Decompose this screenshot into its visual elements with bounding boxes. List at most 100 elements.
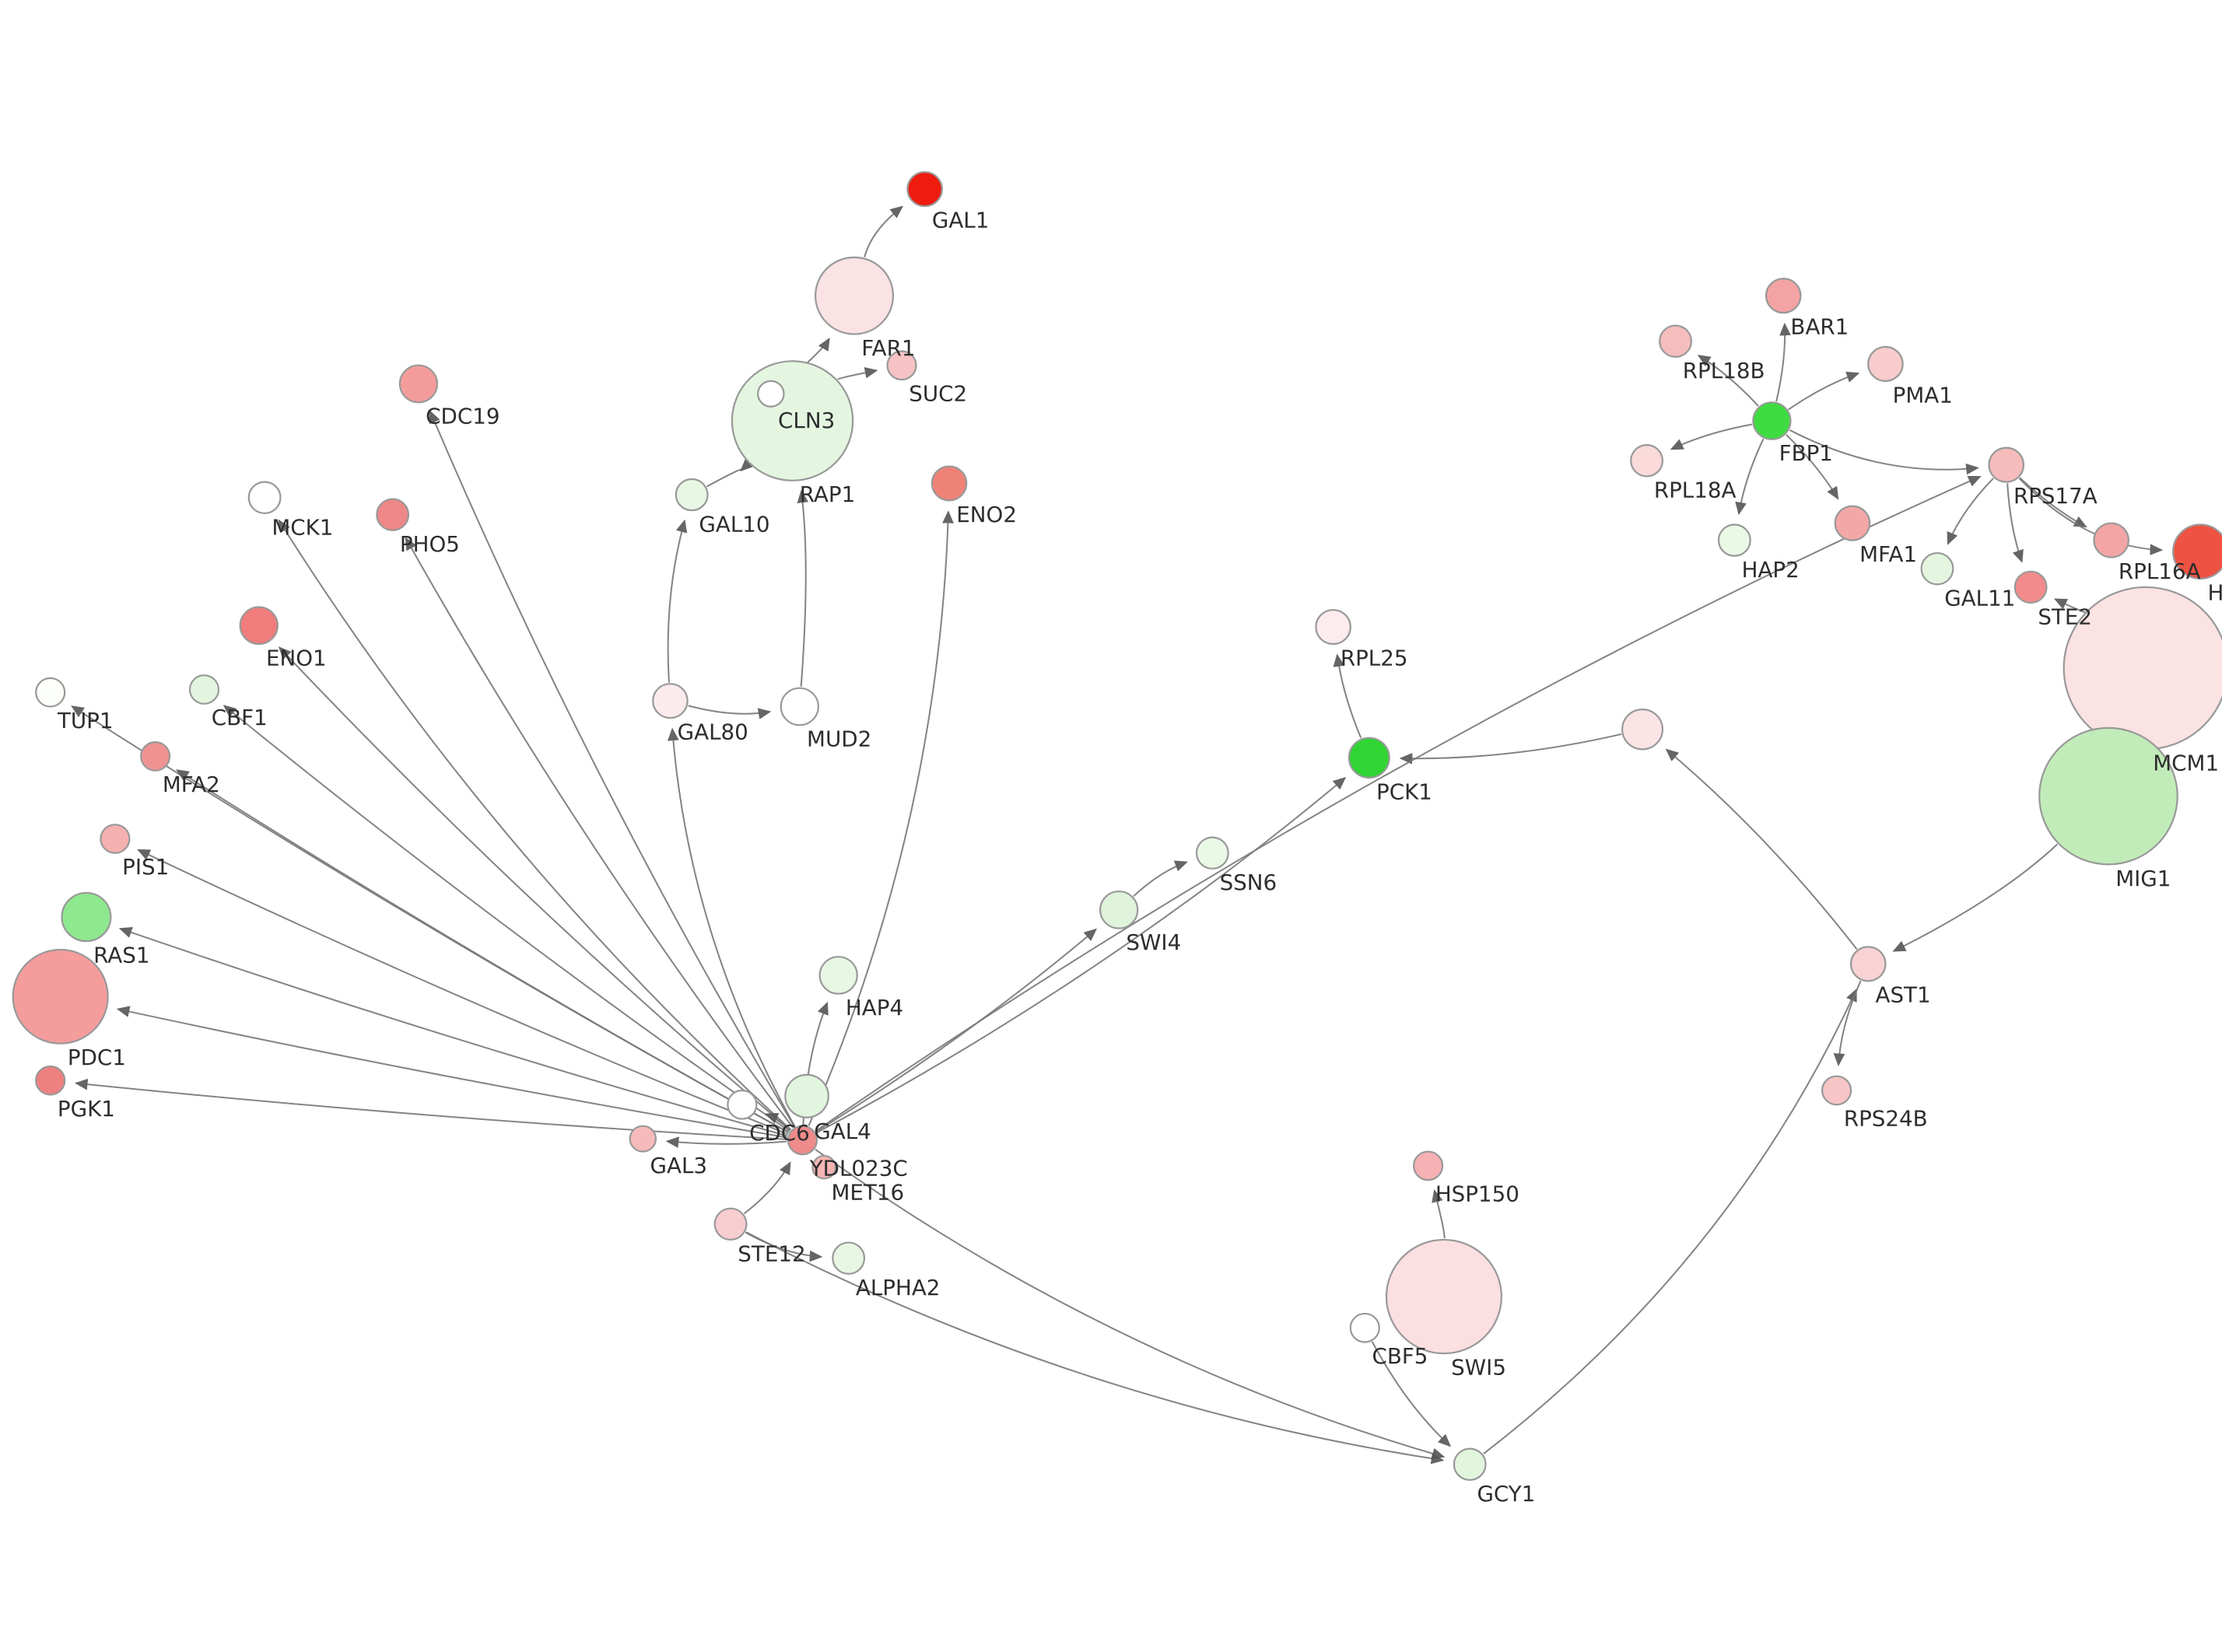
node-cdc6[interactable] (727, 1089, 758, 1120)
node-mck1[interactable] (247, 481, 282, 514)
node-hap2[interactable] (1717, 523, 1751, 557)
edge-ydl023c-mfa2[interactable] (176, 769, 790, 1133)
edge-cbf5-gcy1[interactable] (1371, 1341, 1452, 1447)
edge-ydl023c-eno1[interactable] (278, 646, 791, 1131)
edge-ydl023c-gcy1[interactable] (815, 1149, 1446, 1459)
edge-gcy1-ast1[interactable] (1483, 988, 1857, 1454)
edge-rps17a-ste2[interactable] (2006, 483, 2024, 563)
edge-ydl023c-gal3[interactable] (665, 1136, 787, 1148)
edge-gal80-gal10[interactable] (667, 519, 688, 683)
node-bar1[interactable] (1765, 278, 1802, 314)
node-pdc1[interactable] (12, 948, 109, 1045)
edge-ydl023c-rps17a[interactable] (815, 475, 1982, 1132)
edge-ydl023c-pck1[interactable] (815, 777, 1347, 1134)
node-alpha2[interactable] (832, 1241, 866, 1275)
edge-ydl023c-mck1[interactable] (278, 519, 792, 1131)
node-label-rpl18a: RPL18A (1654, 478, 1737, 503)
edge-ydl023c-cbf1[interactable] (223, 705, 790, 1132)
node-ste2[interactable] (2013, 570, 2048, 604)
edge-fbp1-bar1[interactable] (1775, 322, 1791, 402)
node-ssn6[interactable] (1195, 836, 1229, 870)
edge-ydl023c-pis1[interactable] (137, 849, 789, 1136)
node-met16[interactable] (811, 1154, 837, 1180)
node-suc2[interactable] (886, 350, 917, 381)
edge-ast1-rps24b[interactable] (1833, 980, 1862, 1066)
edge-fbp1-rps17a[interactable] (1789, 429, 1979, 475)
edge-mig1-ast1[interactable] (1892, 843, 2059, 952)
edge-unlabeled-pck1[interactable] (1399, 733, 1622, 765)
edge-gal10-rap1[interactable] (706, 458, 754, 488)
edge-rps17a-his4[interactable] (2018, 478, 2164, 555)
edge-mud2-rap1[interactable] (797, 489, 809, 687)
node-eno1[interactable] (239, 606, 279, 646)
edge-ast1-unlabeled[interactable] (1665, 748, 1858, 950)
edge-ydl023c-cdc6[interactable] (765, 1113, 791, 1131)
edge-ydl023c-eno2[interactable] (808, 510, 954, 1126)
node-his4[interactable] (2172, 523, 2222, 580)
node-gal80[interactable] (652, 683, 689, 719)
node-pgk1[interactable] (35, 1065, 66, 1096)
node-mfa2[interactable] (140, 741, 171, 772)
node-pho5[interactable] (376, 498, 410, 531)
node-gal3[interactable] (629, 1125, 657, 1153)
edge-fbp1-mfa1[interactable] (1786, 434, 1839, 500)
node-hsp150[interactable] (1413, 1150, 1444, 1181)
edge-rap1-suc2[interactable] (837, 367, 878, 380)
edge-swi5-hsp150[interactable] (1432, 1189, 1446, 1239)
node-gal1[interactable] (906, 171, 943, 208)
edge-fbp1-rpl18a[interactable] (1670, 423, 1753, 450)
edge-pck1-rpl25[interactable] (1333, 653, 1362, 739)
edge-ste12-gcy1[interactable] (745, 1231, 1445, 1465)
node-rpl18b[interactable] (1659, 324, 1692, 358)
node-pck1[interactable] (1348, 737, 1390, 779)
edge-rps17a-rpl16a[interactable] (2019, 477, 2087, 528)
edge-rps17a-gal11[interactable] (1947, 478, 1994, 545)
node-pis1[interactable] (100, 824, 131, 854)
node-cbf1[interactable] (188, 674, 220, 705)
node-rps24b[interactable] (1821, 1075, 1852, 1106)
node-cln3[interactable] (757, 380, 785, 408)
node-gal4[interactable] (784, 1073, 829, 1118)
edge-fbp1-rpl18b[interactable] (1697, 355, 1759, 407)
edge-ydl023c-tup1[interactable] (71, 705, 790, 1133)
node-unlabeled[interactable] (1621, 709, 1664, 751)
node-rps17a[interactable] (1988, 446, 2025, 483)
node-eno2[interactable] (931, 465, 968, 502)
node-mig1[interactable] (2038, 726, 2178, 866)
node-ydl023c[interactable] (787, 1125, 818, 1156)
node-ras1[interactable] (61, 891, 112, 943)
node-mud2[interactable] (780, 687, 819, 726)
node-gcy1[interactable] (1453, 1447, 1487, 1481)
node-rpl18a[interactable] (1630, 444, 1664, 478)
node-hap4[interactable] (818, 956, 858, 995)
edge-ydl023c-pho5[interactable] (405, 537, 794, 1129)
node-ste12[interactable] (713, 1207, 748, 1241)
edge-gal80-mud2[interactable] (688, 705, 772, 719)
node-gal10[interactable] (675, 478, 709, 512)
node-rpl16a[interactable] (2093, 522, 2129, 558)
edge-ydl023c-swi4[interactable] (815, 928, 1097, 1133)
node-cdc19[interactable] (398, 364, 439, 404)
edge-ydl023c-ras1[interactable] (118, 926, 788, 1137)
edge-ydl023c-gal80[interactable] (667, 727, 796, 1127)
edge-fbp1-pma1[interactable] (1788, 371, 1860, 411)
node-swi4[interactable] (1099, 890, 1139, 929)
node-mfa1[interactable] (1834, 505, 1871, 541)
edge-ydl023c-cdc19[interactable] (429, 410, 796, 1128)
edge-swi4-ssn6[interactable] (1133, 860, 1188, 898)
edge-ydl023c-pgk1[interactable] (74, 1078, 787, 1140)
node-pma1[interactable] (1867, 345, 1904, 382)
edge-far1-gal1[interactable] (864, 205, 904, 257)
node-gal11[interactable] (1920, 551, 1954, 586)
edge-fbp1-hap2[interactable] (1735, 438, 1765, 516)
node-rpl25[interactable] (1315, 609, 1351, 646)
node-far1[interactable] (815, 256, 895, 335)
node-ast1[interactable] (1849, 946, 1887, 982)
node-swi5[interactable] (1385, 1238, 1502, 1355)
edge-ydl023c-pdc1[interactable] (116, 1006, 787, 1139)
node-tup1[interactable] (35, 677, 66, 708)
node-fbp1[interactable] (1752, 401, 1792, 440)
edge-ste12-ydl023c[interactable] (743, 1161, 791, 1215)
node-cbf5[interactable] (1349, 1312, 1380, 1343)
